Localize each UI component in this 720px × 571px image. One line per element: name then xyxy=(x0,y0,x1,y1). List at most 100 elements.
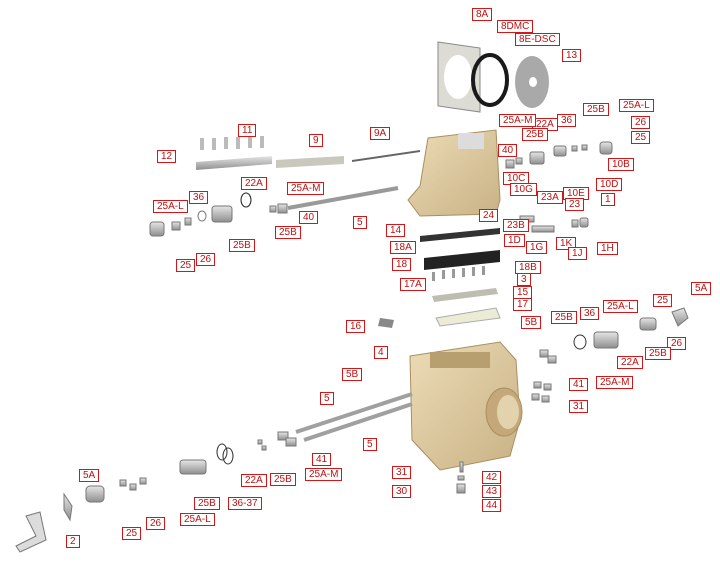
label-25[interactable]: 25 xyxy=(631,131,651,144)
label-10d[interactable]: 10D xyxy=(596,178,623,191)
lower-left-fittings xyxy=(15,431,297,553)
label-25[interactable]: 25 xyxy=(176,259,196,272)
label-22a[interactable]: 22A xyxy=(241,474,267,487)
label-25a-l[interactable]: 25A-L xyxy=(603,300,638,313)
label-17a[interactable]: 17A xyxy=(400,278,426,291)
label-25a-l[interactable]: 25A-L xyxy=(180,513,215,526)
gasket-18a xyxy=(420,228,500,242)
adapter-plate xyxy=(437,41,481,113)
label-36[interactable]: 36 xyxy=(557,114,577,127)
label-36-37[interactable]: 36-37 xyxy=(228,497,262,510)
plate-3 xyxy=(432,288,498,302)
label-25[interactable]: 25 xyxy=(653,294,673,307)
gasket-18 xyxy=(424,250,500,270)
label-11[interactable]: 11 xyxy=(238,124,257,137)
label-9[interactable]: 9 xyxy=(309,134,323,147)
label-5b[interactable]: 5B xyxy=(342,368,363,381)
label-43[interactable]: 43 xyxy=(482,485,502,498)
label-24[interactable]: 24 xyxy=(479,209,499,222)
shaft-upper xyxy=(287,186,399,210)
upper-left-fittings xyxy=(149,192,288,237)
label-9a[interactable]: 9A xyxy=(370,127,391,140)
label-5b[interactable]: 5B xyxy=(521,316,542,329)
label-5[interactable]: 5 xyxy=(363,438,377,451)
label-18[interactable]: 18 xyxy=(392,258,412,271)
label-1k[interactable]: 1K xyxy=(556,237,577,250)
label-8e-dsc[interactable]: 8E-DSC xyxy=(515,33,560,46)
label-22a[interactable]: 22A xyxy=(241,177,267,190)
label-10b[interactable]: 10B xyxy=(608,158,634,171)
label-25b[interactable]: 25B xyxy=(522,128,548,141)
label-25[interactable]: 25 xyxy=(122,527,142,540)
label-41[interactable]: 41 xyxy=(569,378,589,391)
label-26[interactable]: 26 xyxy=(667,337,687,350)
label-5a[interactable]: 5A xyxy=(691,282,712,295)
label-18a[interactable]: 18A xyxy=(390,241,416,254)
label-25a-l[interactable]: 25A-L xyxy=(153,200,188,213)
label-16[interactable]: 16 xyxy=(346,320,366,333)
upper-body xyxy=(407,129,501,217)
label-10e[interactable]: 10E xyxy=(563,187,589,200)
pin-bolts xyxy=(200,136,264,150)
label-5a[interactable]: 5A xyxy=(79,469,100,482)
label-25b[interactable]: 25B xyxy=(270,473,296,486)
label-4[interactable]: 4 xyxy=(374,346,388,359)
label-1g[interactable]: 1G xyxy=(526,241,548,254)
label-25a-m[interactable]: 25A-M xyxy=(287,182,325,195)
label-1j[interactable]: 1J xyxy=(568,247,587,260)
upper-right-fittings xyxy=(505,141,613,233)
lower-right-fittings xyxy=(456,307,689,494)
label-25b[interactable]: 25B xyxy=(583,103,609,116)
label-23[interactable]: 23 xyxy=(565,198,585,211)
label-25b[interactable]: 25B xyxy=(194,497,220,510)
label-31[interactable]: 31 xyxy=(569,400,589,413)
label-8dmc[interactable]: 8DMC xyxy=(497,20,534,33)
label-3[interactable]: 3 xyxy=(517,273,531,286)
lower-body xyxy=(409,341,523,471)
label-25b[interactable]: 25B xyxy=(551,311,577,324)
label-42[interactable]: 42 xyxy=(482,471,502,484)
label-10g[interactable]: 10G xyxy=(510,183,537,196)
label-2[interactable]: 2 xyxy=(66,535,80,548)
label-25b[interactable]: 25B xyxy=(645,347,671,360)
label-1h[interactable]: 1H xyxy=(597,242,618,255)
bar-12 xyxy=(196,156,272,170)
label-13[interactable]: 13 xyxy=(562,49,582,62)
label-40[interactable]: 40 xyxy=(299,211,319,224)
label-23b[interactable]: 23B xyxy=(503,219,529,232)
label-1[interactable]: 1 xyxy=(601,193,615,206)
bar-9 xyxy=(276,156,344,168)
label-40[interactable]: 40 xyxy=(498,144,518,157)
label-25a-l[interactable]: 25A-L xyxy=(619,99,654,112)
disc xyxy=(515,56,549,108)
label-17[interactable]: 17 xyxy=(513,298,533,311)
label-5[interactable]: 5 xyxy=(320,392,334,405)
plate-17 xyxy=(435,307,501,327)
lower-shafts xyxy=(295,392,413,442)
label-31[interactable]: 31 xyxy=(392,466,412,479)
label-41[interactable]: 41 xyxy=(312,453,332,466)
label-30[interactable]: 30 xyxy=(392,485,412,498)
label-44[interactable]: 44 xyxy=(482,499,502,512)
label-12[interactable]: 12 xyxy=(157,150,177,163)
label-26[interactable]: 26 xyxy=(196,253,216,266)
label-26[interactable]: 26 xyxy=(631,116,651,129)
label-25b[interactable]: 25B xyxy=(229,239,255,252)
label-22a[interactable]: 22A xyxy=(617,356,643,369)
label-26[interactable]: 26 xyxy=(146,517,166,530)
label-36[interactable]: 36 xyxy=(580,307,600,320)
label-1d[interactable]: 1D xyxy=(504,234,525,247)
label-5[interactable]: 5 xyxy=(353,216,367,229)
label-8a[interactable]: 8A xyxy=(472,8,493,21)
label-25a-m[interactable]: 25A-M xyxy=(499,114,537,127)
label-25a-m[interactable]: 25A-M xyxy=(305,468,343,481)
label-14[interactable]: 14 xyxy=(386,224,406,237)
part-16 xyxy=(378,318,394,328)
label-25a-m[interactable]: 25A-M xyxy=(596,376,634,389)
pins xyxy=(432,266,485,281)
label-25b[interactable]: 25B xyxy=(275,226,301,239)
label-23a[interactable]: 23A xyxy=(537,191,563,204)
label-36[interactable]: 36 xyxy=(189,191,209,204)
